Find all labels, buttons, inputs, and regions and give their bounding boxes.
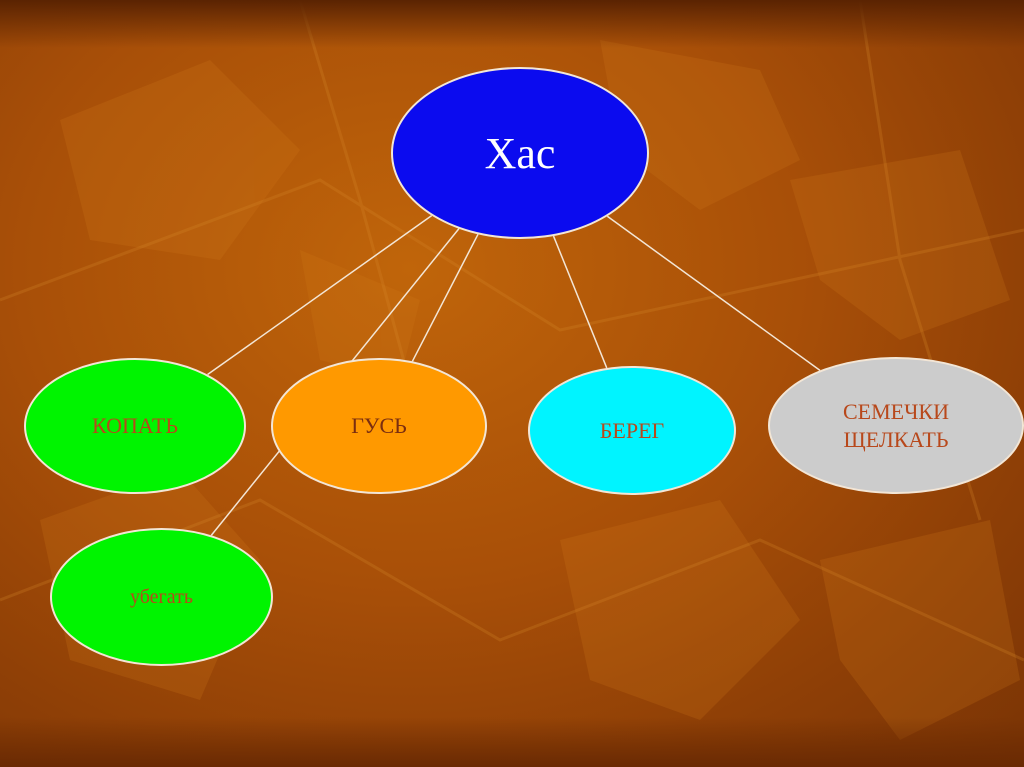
node-gus: ГУСЬ [271,358,487,494]
node-gus-label: ГУСЬ [351,413,407,439]
node-semechki-label-line2: ЩЕЛКАТЬ [843,426,949,452]
node-bereg: БЕРЕГ [528,366,736,495]
connector-root-bereg [552,235,608,369]
node-kopat-label: КОПАТЬ [92,413,178,439]
root-node: Хас [391,67,649,239]
node-kopat: КОПАТЬ [24,358,246,494]
top-shading [0,0,1024,48]
node-ubegat: убегать [50,528,273,666]
node-ubegat-label: убегать [130,585,193,608]
root-node-label: Хас [484,128,556,178]
connector-root-semechki [606,215,821,372]
node-semechki-label-line1: СЕМЕЧКИ [843,399,949,424]
node-semechki-label: СЕМЕЧКИ ЩЕЛКАТЬ [843,398,949,453]
node-semechki: СЕМЕЧКИ ЩЕЛКАТЬ [768,357,1024,494]
bottom-shading [0,717,1024,767]
connector-root-gus [411,233,479,362]
node-bereg-label: БЕРЕГ [599,417,665,443]
connector-root-kopat [207,215,433,376]
